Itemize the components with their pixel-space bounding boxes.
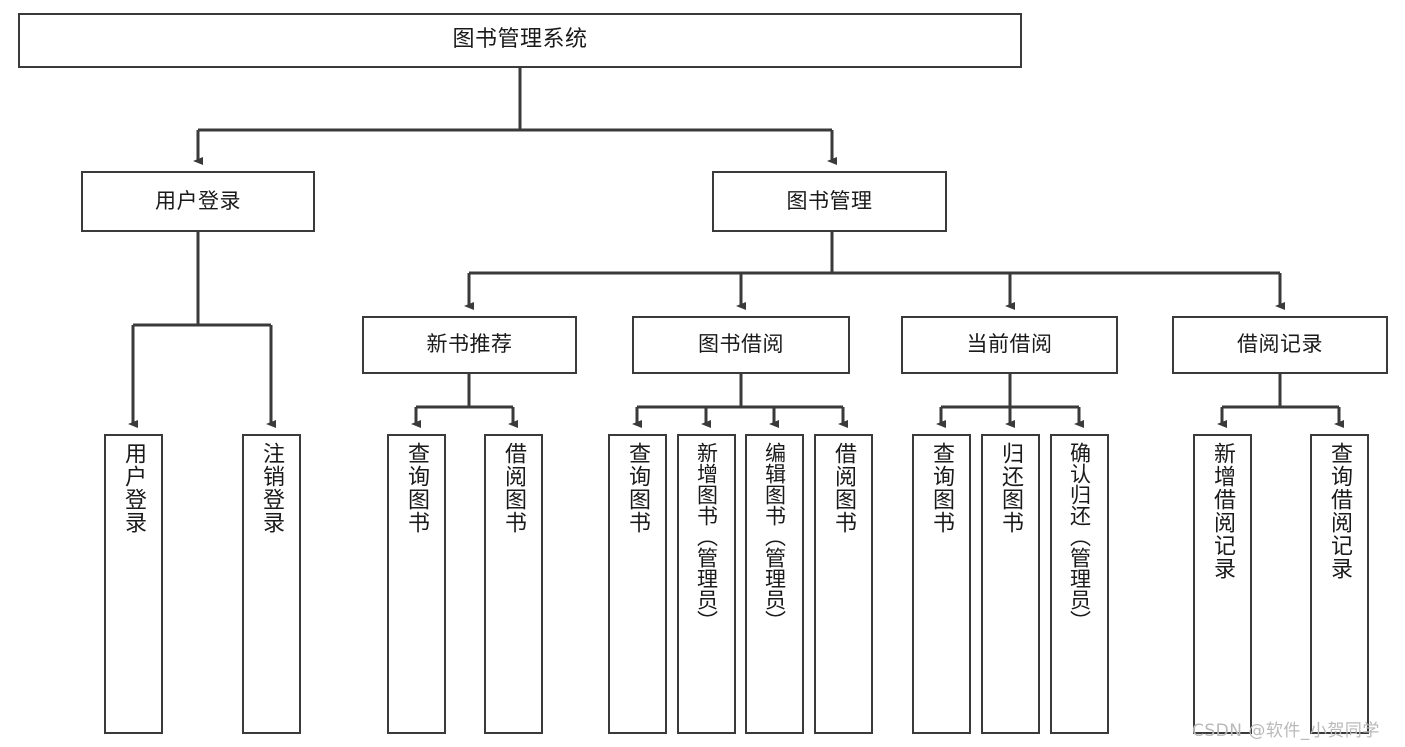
node-label: 编辑图书（管理员） xyxy=(762,442,787,631)
node-label: 借阅图书 xyxy=(831,442,857,534)
node-label: 查询借阅记录 xyxy=(1327,442,1353,580)
node-label: 图书管理系统 xyxy=(452,27,588,53)
csdn-watermark: CSDN @软件_小贺同学 xyxy=(1192,721,1380,741)
node-new-book-recommend[interactable]: 新书推荐 xyxy=(362,316,577,374)
node-label: 借阅记录 xyxy=(1237,332,1323,357)
node-book-management[interactable]: 图书管理 xyxy=(712,171,947,232)
leaf-book-borrow-add[interactable]: 新增图书（管理员） xyxy=(677,434,736,734)
node-label: 确认归还（管理员） xyxy=(1067,442,1092,631)
leaf-current-borrow-return[interactable]: 归还图书 xyxy=(981,434,1040,734)
node-label: 查询图书 xyxy=(625,442,651,534)
node-label: 借阅图书 xyxy=(501,442,527,534)
leaf-book-borrow-edit[interactable]: 编辑图书（管理员） xyxy=(745,434,804,734)
leaf-current-borrow-query[interactable]: 查询图书 xyxy=(912,434,971,734)
node-label: 注销登录 xyxy=(259,442,285,534)
node-label: 归还图书 xyxy=(998,442,1024,534)
node-label: 查询图书 xyxy=(404,442,430,534)
leaf-current-borrow-confirm-return[interactable]: 确认归还（管理员） xyxy=(1050,434,1109,734)
node-label: 图书借阅 xyxy=(698,332,784,357)
node-borrow-record[interactable]: 借阅记录 xyxy=(1172,316,1388,374)
node-label: 用户登录 xyxy=(155,188,241,213)
node-root-system[interactable]: 图书管理系统 xyxy=(18,13,1022,68)
node-label: 新书推荐 xyxy=(426,332,513,357)
node-label: 当前借阅 xyxy=(966,332,1053,357)
leaf-book-borrow-query[interactable]: 查询图书 xyxy=(608,434,667,734)
leaf-user-login-logout[interactable]: 注销登录 xyxy=(242,434,301,734)
leaf-user-login-signin[interactable]: 用户登录 xyxy=(104,434,163,734)
node-book-borrow[interactable]: 图书借阅 xyxy=(632,316,850,374)
leaf-borrow-record-add[interactable]: 新增借阅记录 xyxy=(1193,434,1252,734)
leaf-book-borrow-borrow[interactable]: 借阅图书 xyxy=(814,434,873,734)
node-label: 新增借阅记录 xyxy=(1210,442,1236,580)
leaf-new-book-query[interactable]: 查询图书 xyxy=(387,434,446,734)
node-label: 图书管理 xyxy=(786,188,873,213)
leaf-new-book-borrow[interactable]: 借阅图书 xyxy=(484,434,543,734)
node-current-borrow[interactable]: 当前借阅 xyxy=(901,316,1118,374)
node-label: 新增图书（管理员） xyxy=(694,442,719,631)
leaf-borrow-record-query[interactable]: 查询借阅记录 xyxy=(1310,434,1369,734)
node-label: 查询图书 xyxy=(929,442,955,534)
node-user-login[interactable]: 用户登录 xyxy=(81,171,315,232)
node-label: 用户登录 xyxy=(121,442,147,534)
